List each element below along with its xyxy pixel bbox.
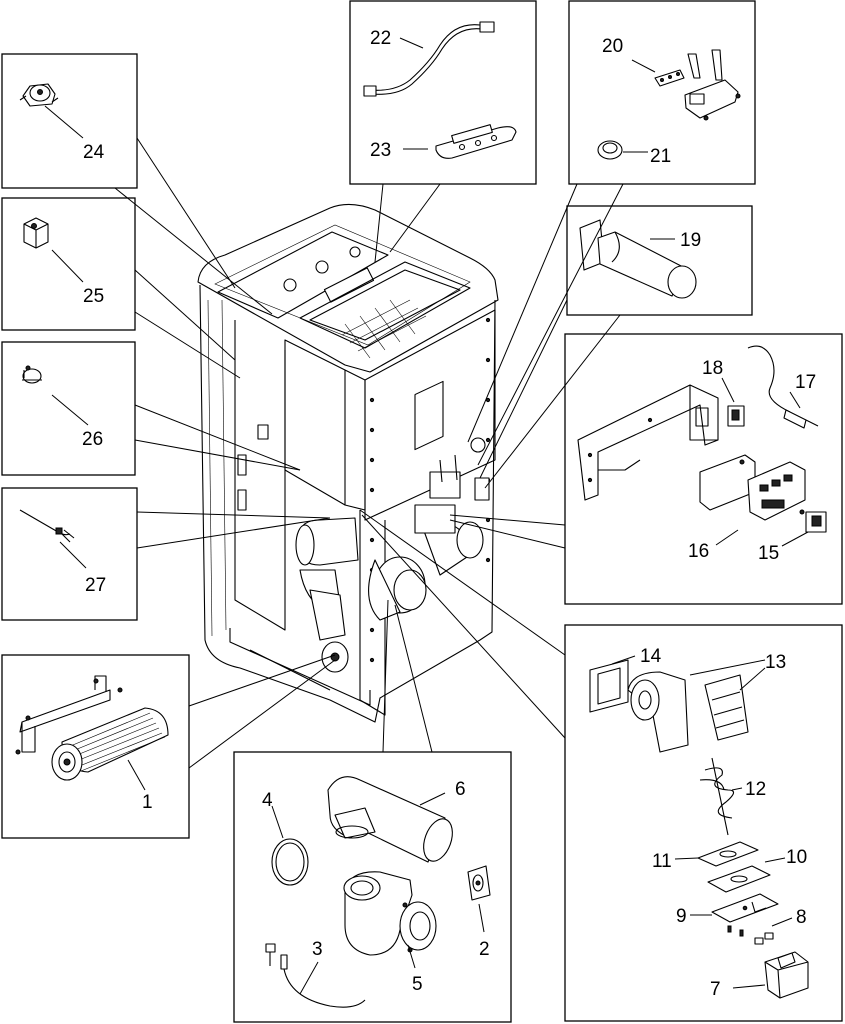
callout-5: 5	[412, 974, 423, 995]
part-11-gasket-icon	[697, 841, 759, 867]
box-parts-22-23: 22 23	[349, 0, 537, 185]
box-parts-15-18: 18 17 16 15	[564, 333, 843, 605]
part-3-sensor-cable-icon	[265, 943, 366, 1008]
part-5-exhaust-fan-icon	[343, 871, 437, 956]
part-22-ribbon-cable-icon	[363, 21, 495, 97]
box-part-24: 24	[1, 53, 138, 189]
part-27-probe-icon	[19, 509, 75, 543]
part-25-safety-switch-icon	[23, 217, 49, 249]
box-parts-2-6: 6 4 5 2 3	[233, 751, 512, 1023]
part-16-control-board-icon	[699, 454, 806, 521]
part-17-sensor-probe-icon	[747, 345, 819, 429]
box-part-27: 27	[1, 487, 138, 621]
part-24-thermostat-icon	[19, 83, 59, 107]
callout-24: 24	[83, 142, 105, 163]
leader-lines	[114, 137, 624, 769]
callout-10: 10	[786, 847, 807, 868]
callout-1: 1	[142, 792, 153, 813]
callout-8: 8	[796, 907, 807, 928]
box-parts-20-21: 20 21	[568, 0, 756, 185]
part-26-thermostat-icon	[22, 365, 42, 384]
callout-18: 18	[702, 358, 723, 379]
callout-6: 6	[455, 779, 466, 800]
part-4-ring-gasket-icon	[271, 838, 309, 886]
callout-17: 17	[795, 372, 816, 393]
part-2-pressure-switch-icon	[467, 865, 491, 901]
stove-body	[197, 203, 499, 723]
callout-21: 21	[650, 146, 671, 167]
part-8-screws-icon	[727, 925, 774, 945]
callout-20: 20	[602, 36, 623, 57]
callout-7: 7	[710, 979, 721, 1000]
part-9-plate-icon	[711, 893, 779, 923]
part-21-knob-icon	[597, 140, 623, 160]
part-1-tangential-fan-icon	[15, 675, 169, 781]
callout-19: 19	[680, 230, 701, 251]
box-part-26: 26	[1, 341, 136, 476]
part-6-elbow-pipe-icon	[327, 776, 453, 863]
callout-12: 12	[745, 779, 766, 800]
part-12-auger-screw-icon	[699, 757, 735, 836]
callout-9: 9	[676, 906, 687, 927]
callout-2: 2	[479, 939, 490, 960]
box-part-1: 1	[1, 654, 190, 839]
part-7-gear-motor-icon	[764, 951, 809, 999]
callout-22: 22	[370, 28, 391, 49]
part-18-switch-icon	[727, 405, 745, 427]
callout-16: 16	[688, 541, 709, 562]
part-10-gasket-icon	[707, 865, 771, 893]
part-20-terminal-block-icon	[654, 49, 741, 121]
callout-23: 23	[370, 140, 391, 161]
box-part-25: 25	[1, 197, 136, 331]
box-parts-7-14: 14 13 12 11 10	[564, 624, 843, 1022]
part-15-connector-icon	[799, 509, 827, 533]
callout-15: 15	[758, 543, 779, 564]
part-electronics-bracket-icon	[577, 384, 719, 501]
callout-13: 13	[765, 652, 786, 673]
callout-25: 25	[83, 286, 104, 307]
callout-4: 4	[262, 790, 273, 811]
callout-27: 27	[85, 575, 106, 596]
callout-14: 14	[640, 646, 662, 667]
box-part-19: 19	[566, 205, 753, 316]
callout-11: 11	[652, 851, 672, 872]
part-13-auger-housing-icon	[627, 671, 749, 753]
callout-26: 26	[82, 429, 103, 450]
part-23-control-panel-icon	[435, 124, 517, 159]
callout-3: 3	[312, 939, 323, 960]
